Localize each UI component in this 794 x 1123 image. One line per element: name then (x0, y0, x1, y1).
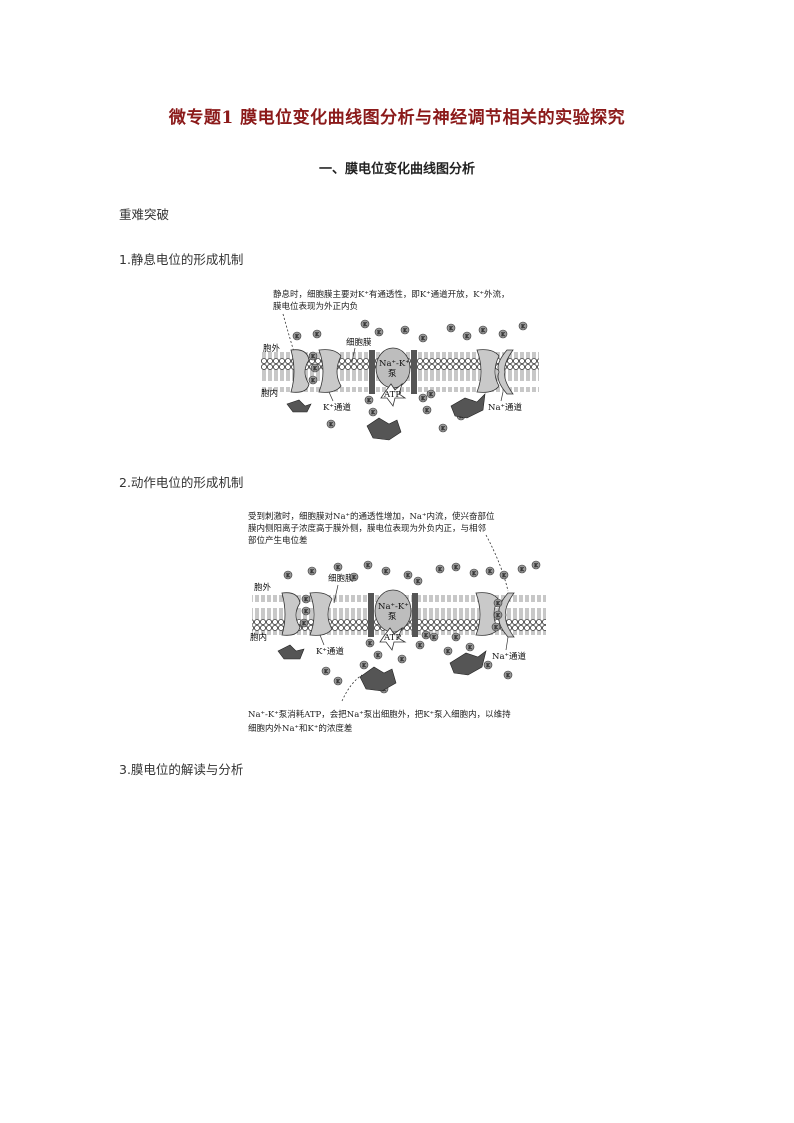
ion-label: K (421, 396, 425, 402)
section-title: 一、膜电位变化曲线图分析 (318, 162, 475, 177)
outside-label: 胞外 (263, 343, 281, 354)
ion-label: K (336, 565, 340, 571)
figure2-caption-line1: 受到刺激时，细胞膜对Na⁺的通透性增加，Na⁺内流，使兴奋部位 (248, 511, 495, 522)
item-3-heading: 3.膜电位的解读与分析 (119, 762, 244, 777)
ion-label: K (304, 597, 308, 603)
ion-label: K (311, 354, 315, 360)
figure-resting-potential: 静息时，细胞膜主要对K⁺有通透性，即K⁺通道开放，K⁺外流， 膜电位表现为外正内… (255, 284, 545, 454)
item-2-heading: 2.动作电位的形成机制 (119, 475, 244, 490)
ion-label: K (488, 569, 492, 575)
ion-label: K (302, 621, 306, 627)
pump-label-line2: 泵 (388, 369, 397, 379)
figure1-caption-line2: 膜电位表现为外正内负 (273, 301, 358, 312)
ion-label: K (376, 653, 380, 659)
ion-label: K (406, 573, 410, 579)
membrane-label: 细胞膜 (328, 573, 354, 584)
ion-label: K (438, 567, 442, 573)
page-title: 微专题1 膜电位变化曲线图分析与神经调节相关的实验探究 (168, 108, 626, 128)
k-channel-icon (290, 349, 342, 393)
na-channel-label: Na⁺通道 (488, 402, 522, 413)
protein-blob-icons (286, 393, 486, 441)
ion-label: K (368, 641, 372, 647)
ion-label: K (324, 669, 328, 675)
atp-label: ATP (383, 390, 401, 400)
ion-label: K (310, 569, 314, 575)
ion-label: K (315, 332, 319, 338)
ion-label: K (418, 643, 422, 649)
ion-label: K (454, 565, 458, 571)
pump-label-line1: Na⁺-K⁺ (378, 602, 409, 612)
ion-label: K (481, 328, 485, 334)
na-k-pump-icon (368, 589, 418, 651)
ion-label: K (304, 609, 308, 615)
item-1-heading: 1.静息电位的形成机制 (119, 252, 244, 267)
figure2-bottom-line1: Na⁺-K⁺泵消耗ATP，会把Na⁺泵出细胞外，把K⁺泵入细胞内，以维持 (248, 709, 511, 720)
figure1-caption-line1: 静息时，细胞膜主要对K⁺有通透性，即K⁺通道开放，K⁺外流， (273, 289, 510, 300)
na-channel-icon (476, 349, 514, 395)
ion-label: K (496, 601, 500, 607)
ion-label: K (425, 408, 429, 414)
figure-action-potential: 受到刺激时，细胞膜对Na⁺的通透性增加，Na⁺内流，使兴奋部位 膜内侧阳离子浓度… (242, 505, 552, 740)
pump-label-line1: Na⁺-K⁺ (379, 359, 410, 369)
ion-label: K (429, 392, 433, 398)
ion-label: K (362, 663, 366, 669)
ion-label: K (367, 398, 371, 404)
ion-label: K (454, 635, 458, 641)
na-k-pump-icon (369, 347, 417, 407)
ion-label: K (502, 573, 506, 579)
ion-label: K (384, 569, 388, 575)
ion-label: K (363, 322, 367, 328)
ion-label: K (486, 663, 490, 669)
membrane-label: 细胞膜 (346, 337, 372, 348)
inside-label: 胞内 (261, 388, 278, 399)
ion-label: K (465, 334, 469, 340)
intro-heading: 重难突破 (119, 207, 170, 222)
ion-label: K (403, 328, 407, 334)
k-channel-label: K⁺通道 (323, 402, 351, 413)
k-channel-label: K⁺通道 (316, 646, 344, 657)
ion-label: K (432, 635, 436, 641)
ion-label: K (534, 563, 538, 569)
ion-label: K (446, 649, 450, 655)
figure2-caption-line2: 膜内侧阳离子浓度高于膜外侧，膜电位表现为外负内正，与相邻 (248, 523, 487, 534)
ion-label: K (377, 330, 381, 336)
ion-label: K (371, 410, 375, 416)
k-channel-icon (281, 592, 333, 636)
ion-label: K (521, 324, 525, 330)
ion-label: K (424, 633, 428, 639)
ion-label: K (336, 679, 340, 685)
ion-label: K (472, 571, 476, 577)
ion-label: K (468, 645, 472, 651)
atp-label: ATP (383, 633, 401, 643)
figure2-caption-line3: 部位产生电位差 (248, 535, 308, 546)
ion-label: K (494, 625, 498, 631)
figure2-bottom-line2: 细胞内外Na⁺和K⁺的浓度差 (248, 723, 352, 734)
ion-label: K (449, 326, 453, 332)
ions: KKKKKKKKKKKKKKKKKKKKKKKKKKKKKKKKKKKK (283, 560, 541, 694)
ion-label: K (311, 378, 315, 384)
ion-label: K (286, 573, 290, 579)
ion-label: K (352, 575, 356, 581)
protein-blob-icons (277, 644, 487, 692)
ion-label: K (496, 613, 500, 619)
ion-label: K (313, 366, 317, 372)
ion-label: K (421, 336, 425, 342)
ion-label: K (441, 426, 445, 432)
ion-label: K (366, 563, 370, 569)
ion-label: K (329, 422, 333, 428)
ion-label: K (506, 673, 510, 679)
outside-label: 胞外 (254, 582, 272, 593)
ion-label: K (400, 657, 404, 663)
ion-label: K (501, 332, 505, 338)
ion-label: K (295, 334, 299, 340)
ion-label: K (416, 579, 420, 585)
na-channel-label: Na⁺通道 (492, 651, 526, 662)
pump-label-line2: 泵 (388, 612, 397, 622)
ion-label: K (520, 567, 524, 573)
inside-label: 胞内 (250, 632, 267, 643)
